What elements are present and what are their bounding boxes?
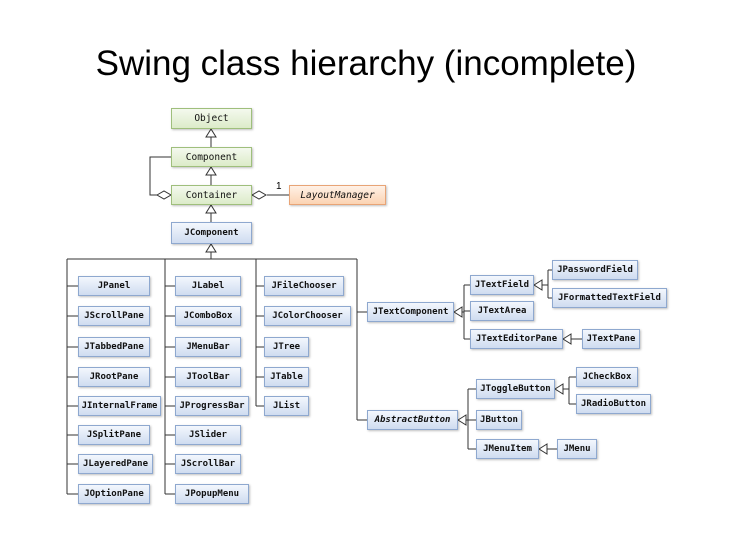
class-jformattedtextfield: JFormattedTextField (552, 288, 667, 308)
class-jscrollbar: JScrollBar (175, 454, 241, 474)
class-jlist: JList (264, 396, 309, 416)
class-jmenubar: JMenuBar (175, 337, 241, 357)
class-jtextpane: JTextPane (582, 329, 640, 349)
class-abstractbutton: AbstractButton (367, 410, 458, 430)
class-jtexteditorpane: JTextEditorPane (470, 329, 563, 349)
class-jmenuitem: JMenuItem (476, 439, 539, 459)
class-object: Object (171, 108, 252, 129)
class-joptionpane: JOptionPane (78, 484, 150, 504)
interface-layout-manager: LayoutManager (289, 185, 386, 205)
class-jcolorchooser: JColorChooser (264, 306, 351, 326)
class-jtextarea: JTextArea (470, 301, 534, 321)
class-jpasswordfield: JPasswordField (552, 260, 638, 280)
class-jrootpane: JRootPane (78, 367, 150, 387)
class-jpopupmenu: JPopupMenu (175, 484, 249, 504)
class-jfilechooser: JFileChooser (264, 276, 344, 296)
class-jlayeredpane: JLayeredPane (78, 454, 153, 474)
class-jtogglebutton: JToggleButton (476, 379, 555, 399)
page-title: Swing class hierarchy (incomplete) (95, 44, 637, 83)
class-jcomponent: JComponent (171, 222, 252, 244)
class-jsplitpane: JSplitPane (78, 425, 150, 445)
class-jtabbedpane: JTabbedPane (78, 337, 150, 357)
multiplicity-label: 1 (276, 181, 282, 192)
class-jtextcomponent: JTextComponent (367, 302, 454, 322)
class-jtextfield: JTextField (470, 275, 534, 295)
class-jradiobutton: JRadioButton (576, 394, 651, 414)
class-jinternalframe: JInternalFrame (78, 396, 161, 416)
class-jtable: JTable (264, 367, 309, 387)
class-jcombobox: JComboBox (175, 306, 241, 326)
class-jmenu: JMenu (557, 439, 597, 459)
class-component: Component (171, 147, 252, 167)
class-jprogressbar: JProgressBar (175, 396, 249, 416)
class-jcheckbox: JCheckBox (576, 367, 638, 387)
class-container: Container (171, 185, 252, 205)
class-jslider: JSlider (175, 425, 241, 445)
class-jbutton: JButton (476, 410, 522, 430)
class-jlabel: JLabel (175, 276, 241, 296)
class-jtree: JTree (264, 337, 309, 357)
class-jscrollpane: JScrollPane (78, 306, 150, 326)
class-jtoolbar: JToolBar (175, 367, 241, 387)
class-jpanel: JPanel (78, 276, 150, 296)
